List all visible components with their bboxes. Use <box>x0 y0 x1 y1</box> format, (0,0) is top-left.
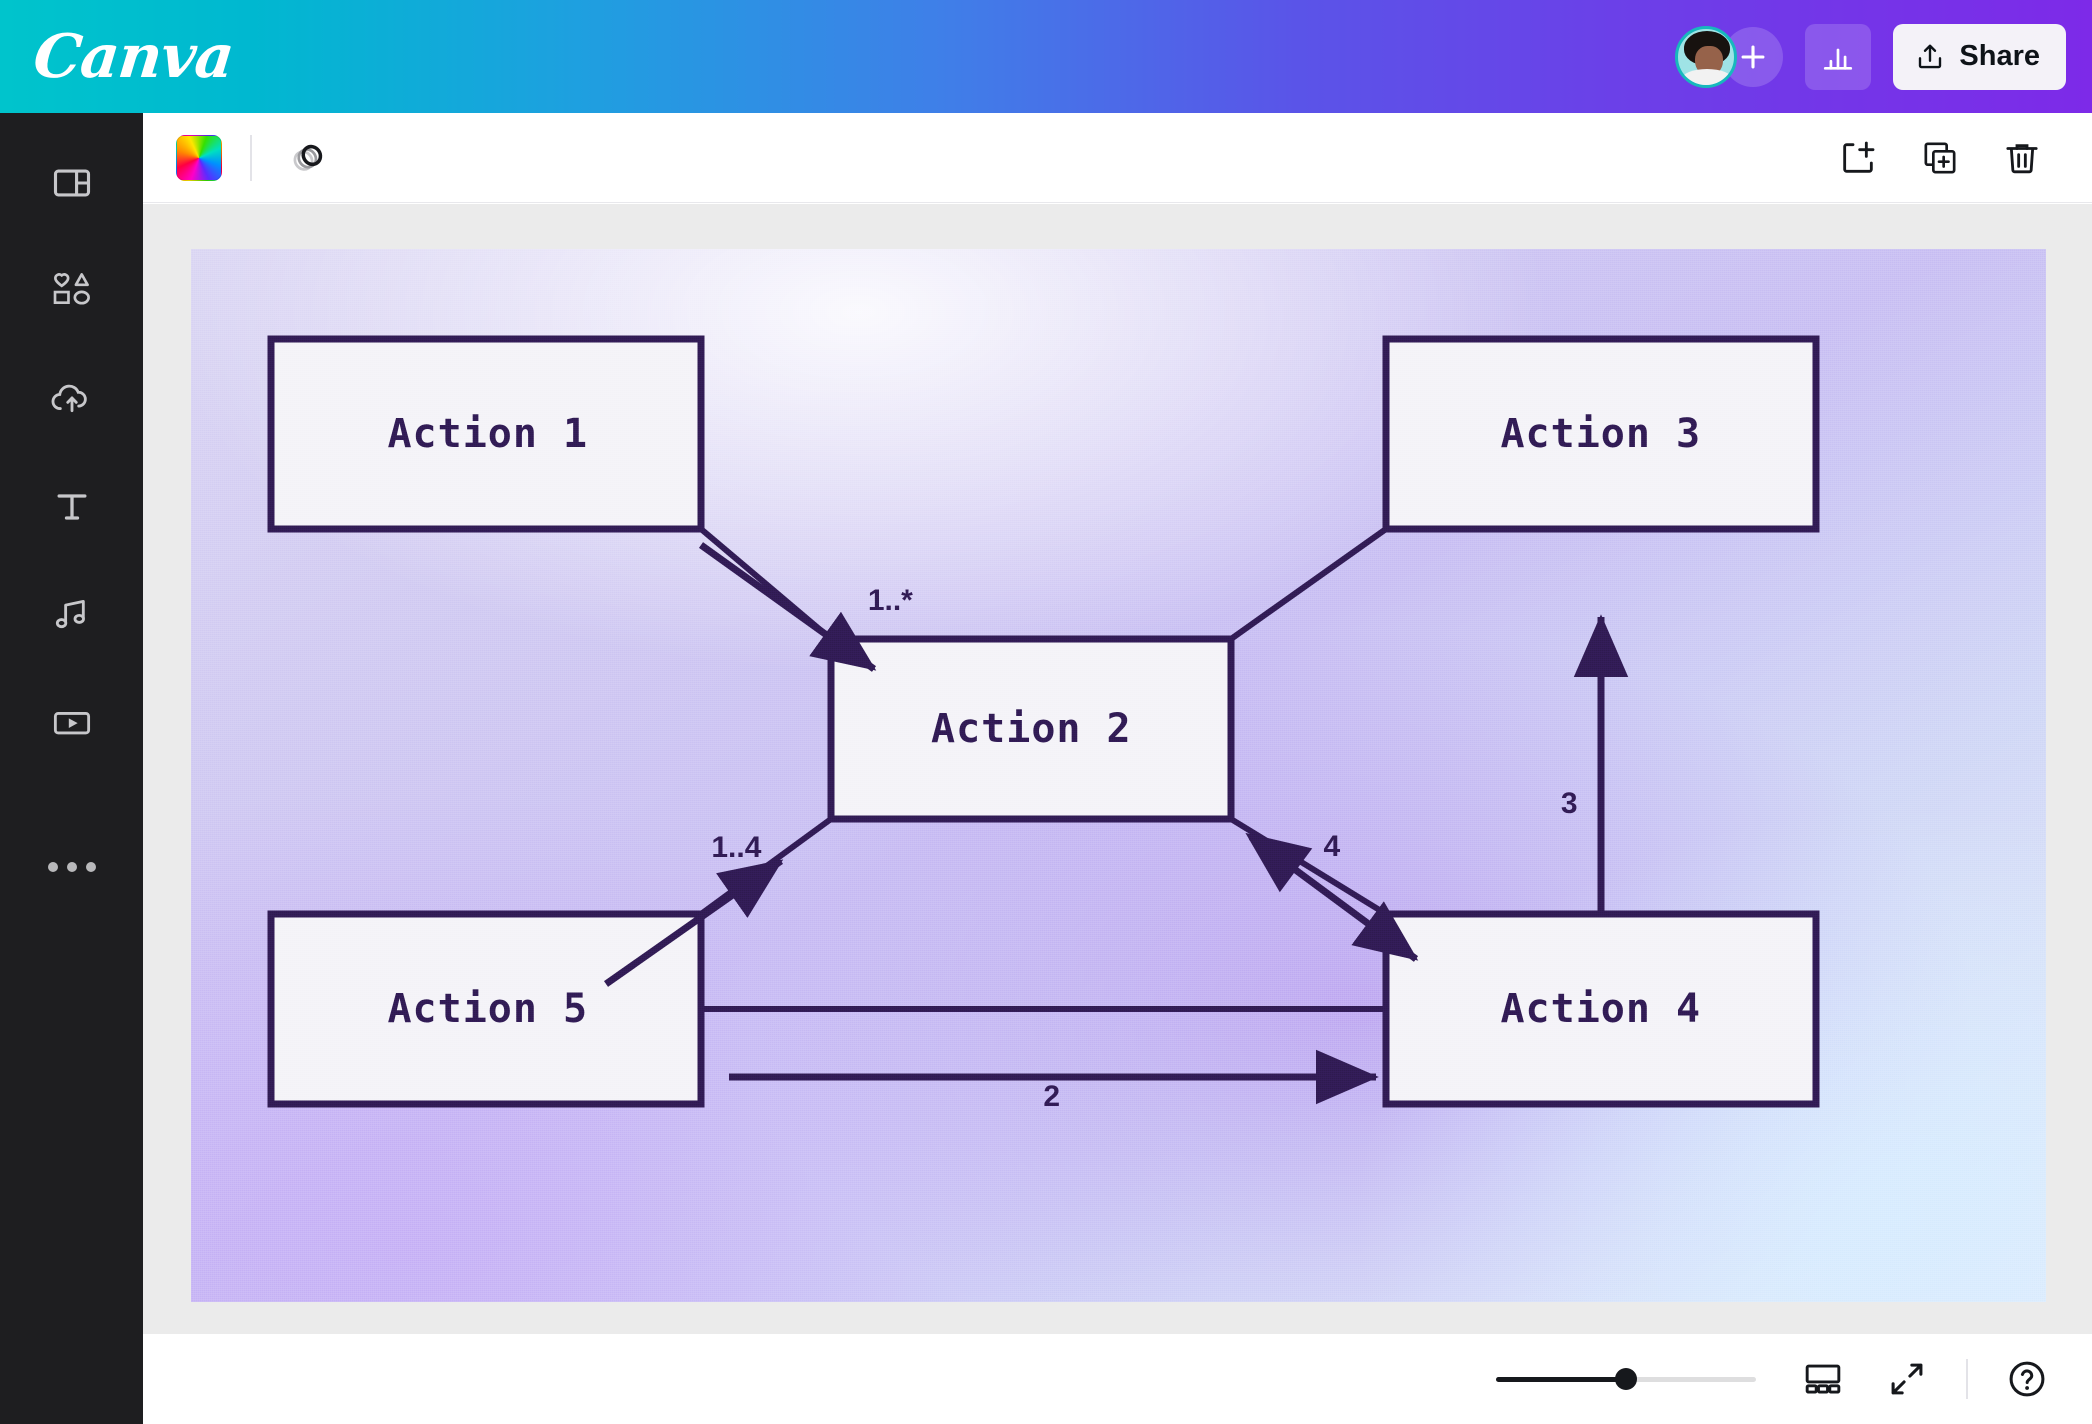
toolbar-page-actions <box>1836 136 2044 180</box>
diagram-arrows <box>603 542 1629 1105</box>
upload-icon <box>1919 44 1942 68</box>
fullscreen-button[interactable] <box>1882 1354 1932 1404</box>
arrow-a2-a4-bidirectional[interactable] <box>1245 832 1419 962</box>
ellipsis-icon <box>47 862 96 872</box>
sidebar-item-uploads[interactable] <box>0 345 143 453</box>
canva-logo[interactable]: Canva <box>30 21 237 92</box>
sidebar-item-more[interactable] <box>0 813 143 921</box>
node-label-action-1: Action 1 <box>387 411 589 458</box>
add-page-icon <box>1843 141 1875 173</box>
editor-toolbar <box>143 113 2092 203</box>
diagram-nodes <box>267 335 1820 1108</box>
avatar[interactable] <box>1675 25 1738 88</box>
duplicate-page-button[interactable] <box>1918 136 1962 180</box>
grid-view-button[interactable] <box>1798 1354 1848 1404</box>
transparency-icon <box>293 144 323 171</box>
design-page[interactable]: Action 1 Action 2 Action 3 Action 4 Acti… <box>191 249 2046 1302</box>
zoom-fill <box>1496 1376 1626 1382</box>
page-grid-icon <box>1805 1364 1841 1394</box>
duplicate-page-icon <box>1924 142 1956 173</box>
music-note-icon <box>55 599 85 629</box>
node-action-5[interactable] <box>267 910 705 1108</box>
sidebar-item-elements[interactable] <box>0 237 143 345</box>
shapes-icon <box>53 273 90 305</box>
arrow-a5-a2[interactable] <box>603 858 784 987</box>
sidebar-item-videos[interactable] <box>0 669 143 777</box>
avatar-shoulder <box>1682 68 1733 85</box>
plus-icon <box>1741 45 1765 68</box>
bottom-bar <box>143 1334 2092 1424</box>
app-header: Canva <box>0 0 2092 113</box>
cloud-upload-icon <box>51 384 87 413</box>
toolbar-divider <box>250 134 252 181</box>
edge-label-1-4: 1..4 <box>711 831 762 865</box>
edge-label-3: 3 <box>1560 786 1578 820</box>
trash-icon <box>2006 143 2038 173</box>
left-sidebar <box>0 113 143 1424</box>
color-picker-swatch[interactable] <box>176 134 222 181</box>
node-action-4[interactable] <box>1382 910 1820 1108</box>
header-actions: Share <box>1675 23 2066 90</box>
zoom-slider[interactable] <box>1496 1368 1756 1390</box>
node-action-1[interactable] <box>267 335 705 533</box>
sidebar-item-text[interactable] <box>0 453 143 561</box>
node-action-3[interactable] <box>1382 335 1820 533</box>
text-t-icon <box>57 494 86 520</box>
node-label-action-5: Action 5 <box>387 986 589 1033</box>
share-button[interactable]: Share <box>1893 23 2066 90</box>
video-play-icon <box>53 712 90 735</box>
node-action-2[interactable] <box>827 635 1235 823</box>
add-page-button[interactable] <box>1836 136 1880 180</box>
transparency-button[interactable] <box>282 132 334 184</box>
bottom-divider <box>1966 1359 1968 1399</box>
bar-chart-icon <box>1824 48 1853 70</box>
canvas-area[interactable]: Action 1 Action 2 Action 3 Action 4 Acti… <box>143 204 2092 1334</box>
node-label-action-2: Action 2 <box>930 706 1132 753</box>
arrow-a1-a2[interactable] <box>698 542 877 672</box>
edge-label-2: 2 <box>1043 1079 1061 1113</box>
diagram[interactable]: Action 1 Action 2 Action 3 Action 4 Acti… <box>191 249 2046 1302</box>
expand-arrows-icon <box>1891 1363 1923 1395</box>
edge-label-4: 4 <box>1323 830 1341 864</box>
node-label-action-3: Action 3 <box>1500 411 1702 458</box>
diagram-svg <box>267 335 1820 1108</box>
question-mark-icon <box>2009 1361 2045 1397</box>
edge-label-1-star: 1..* <box>867 583 913 617</box>
zoom-knob[interactable] <box>1615 1368 1637 1390</box>
insights-button[interactable] <box>1805 23 1872 90</box>
delete-page-button[interactable] <box>2000 136 2044 180</box>
share-label: Share <box>1959 40 2040 72</box>
sidebar-item-design[interactable] <box>0 129 143 237</box>
sidebar-item-audio[interactable] <box>0 561 143 669</box>
node-label-action-4: Action 4 <box>1500 986 1702 1033</box>
layout-panel-icon <box>53 169 90 197</box>
collaborators <box>1675 25 1784 88</box>
help-button[interactable] <box>2002 1354 2052 1404</box>
